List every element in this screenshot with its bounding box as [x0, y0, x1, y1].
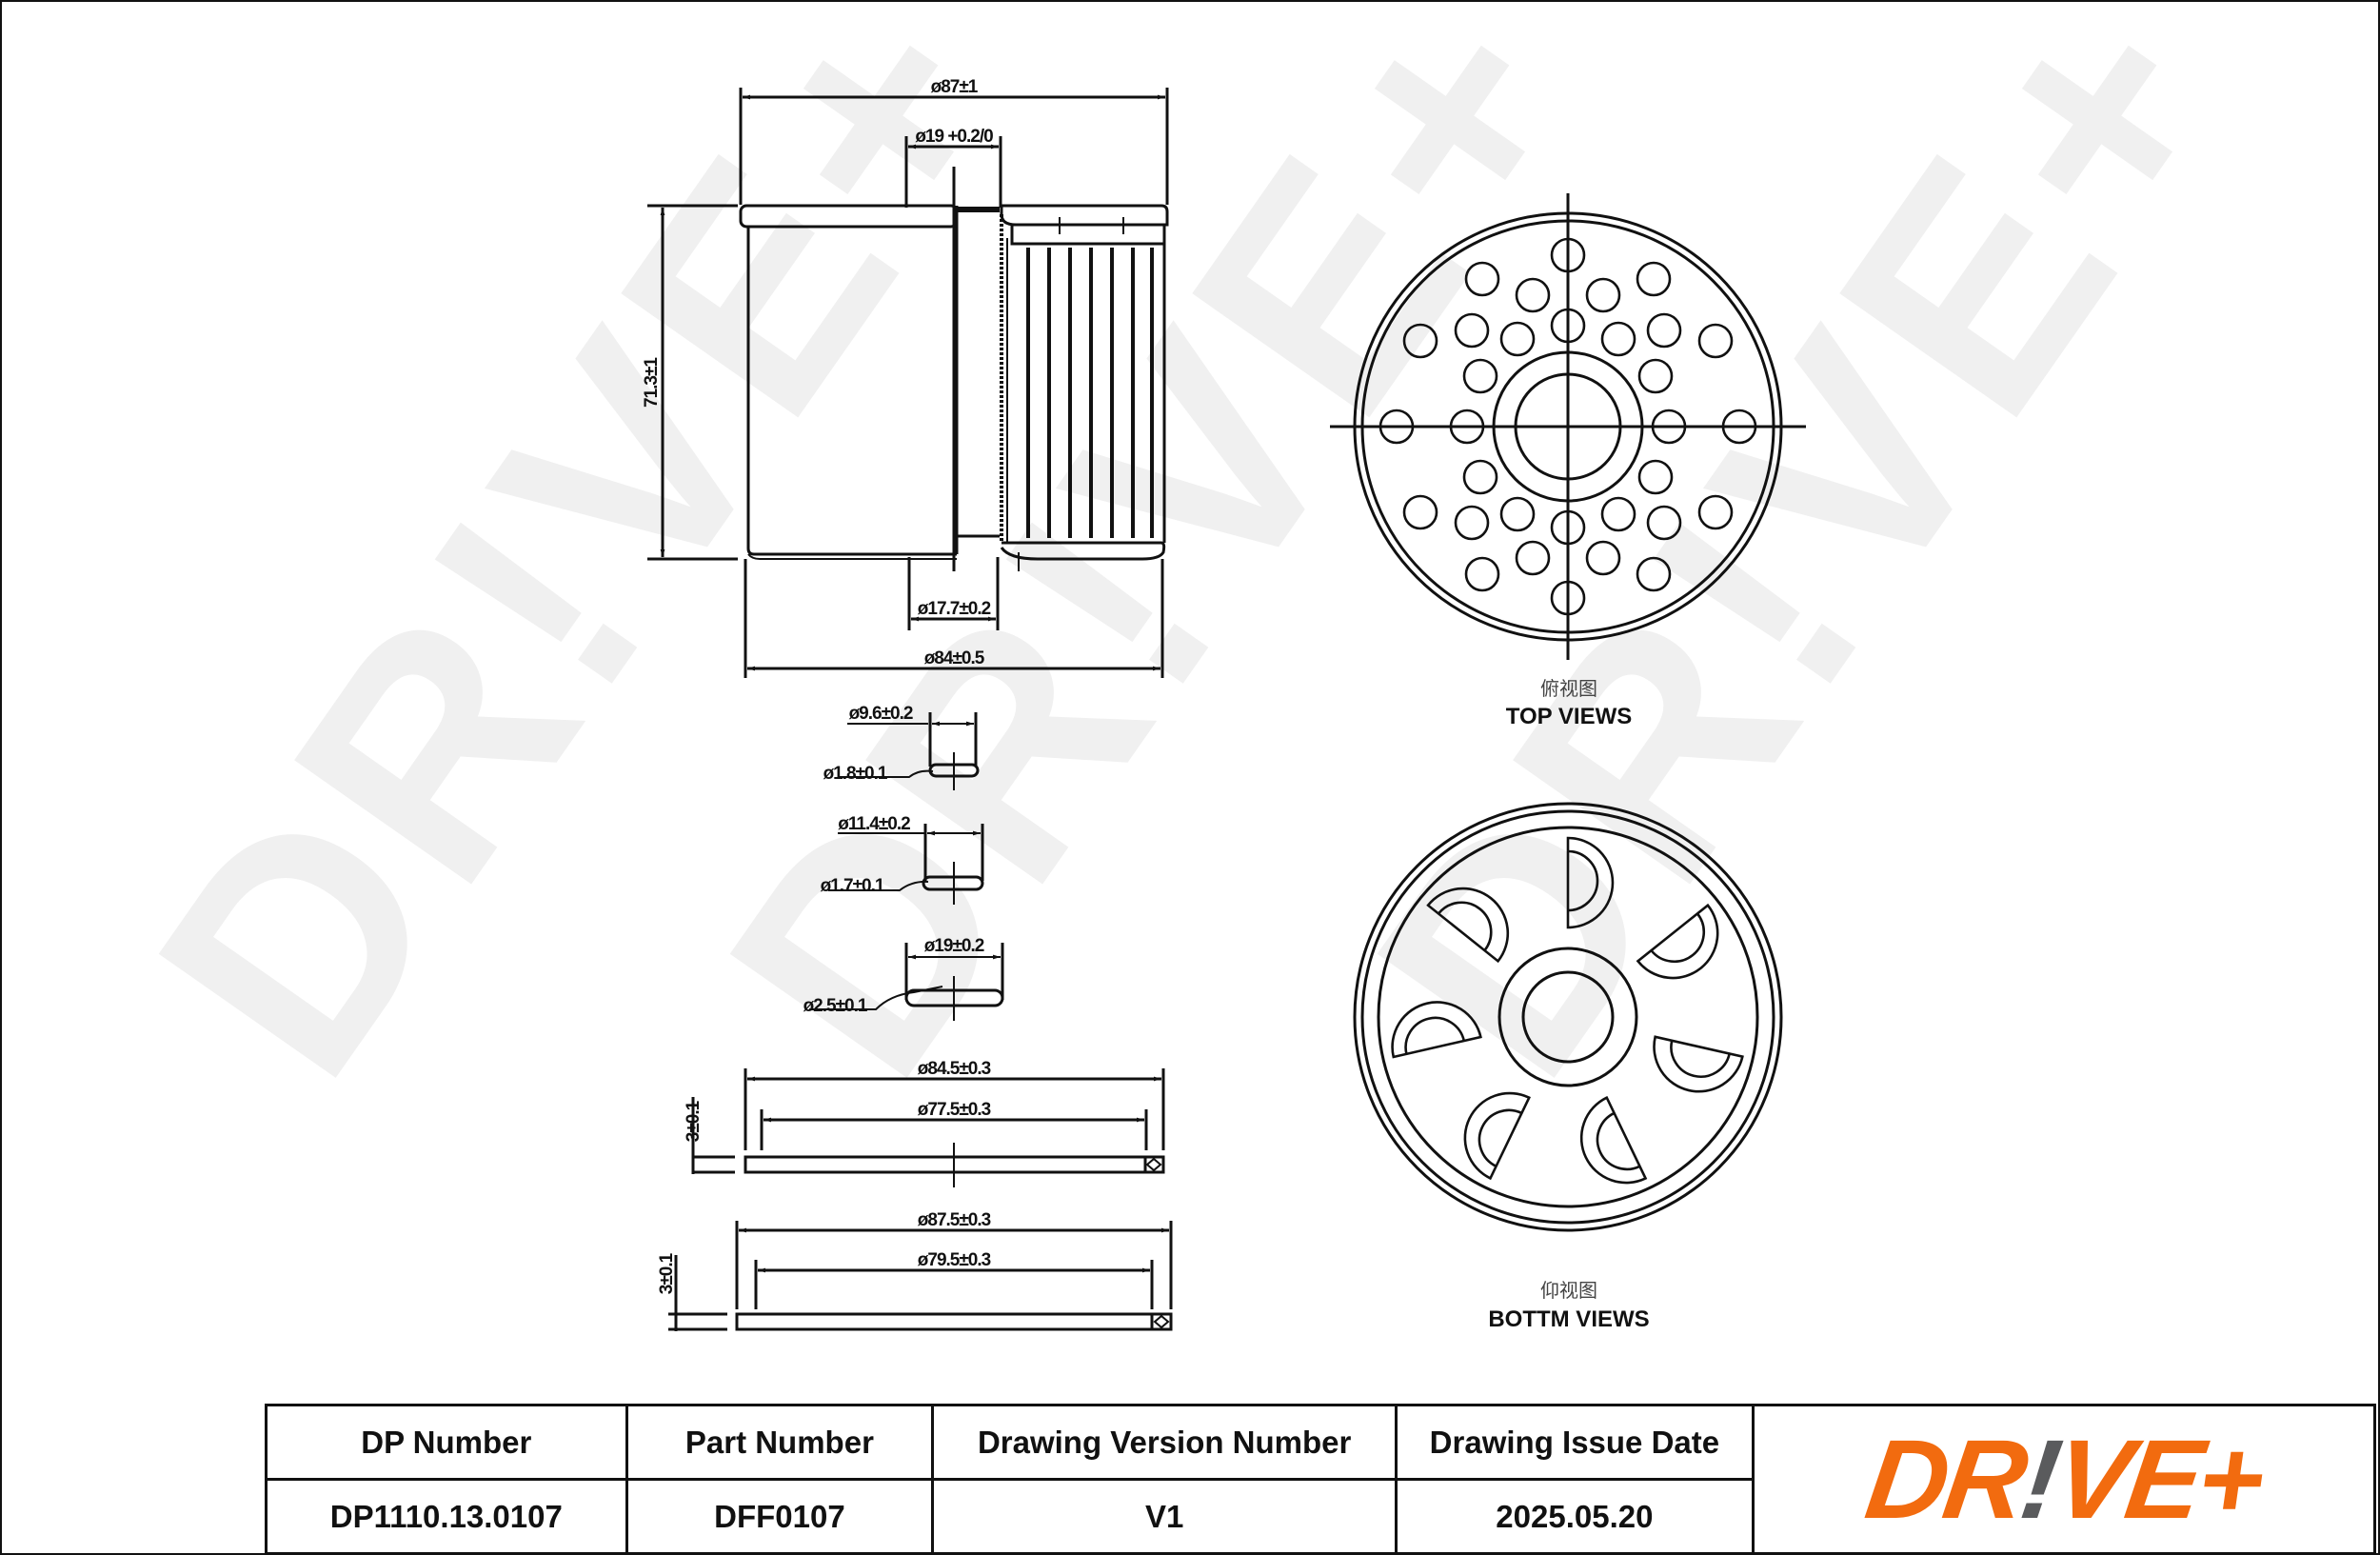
o-ring-1-inner: ø9.6±0.2 — [849, 704, 913, 724]
gasket-2 — [668, 1221, 1173, 1331]
header-issue-date: Drawing Issue Date — [1395, 1404, 1755, 1481]
o-ring-3-section: ø2.5±0.1 — [803, 996, 868, 1016]
value-drawing-version: V1 — [931, 1478, 1398, 1555]
o-ring-1-section: ø1.8±0.1 — [823, 764, 888, 784]
gasket-2-thickness: 3±0.1 — [657, 1252, 677, 1294]
bottom-view-label-cn: 仰视图 — [1540, 1279, 1597, 1302]
header-dp-number: DP Number — [265, 1404, 628, 1481]
o-ring-3-inner: ø19±0.2 — [924, 936, 984, 956]
value-dp-number: DP1110.13.0107 — [265, 1478, 628, 1555]
dim-body-diameter: ø84±0.5 — [924, 648, 985, 668]
dim-overall-diameter: ø87±1 — [931, 77, 979, 97]
side-view — [647, 88, 1169, 678]
value-part-number: DFF0107 — [625, 1478, 935, 1555]
gasket-2-inner: ø79.5±0.3 — [918, 1250, 991, 1270]
gasket-1-inner: ø77.5±0.3 — [918, 1100, 991, 1120]
value-issue-date: 2025.05.20 — [1395, 1478, 1755, 1555]
bottom-view-label-en: BOTTM VIEWS — [1488, 1306, 1649, 1332]
top-view-label-en: TOP VIEWS — [1506, 704, 1632, 729]
dim-bottom-inner-diameter: ø17.7±0.2 — [918, 599, 991, 619]
top-view — [1330, 193, 1806, 660]
top-view-label-cn: 俯视图 — [1540, 677, 1597, 700]
title-block: DP Number Part Number Drawing Version Nu… — [265, 1404, 2377, 1555]
bottom-view — [1353, 802, 1783, 1232]
o-ring-2 — [828, 824, 984, 905]
o-ring-1 — [838, 712, 980, 790]
header-drawing-version: Drawing Version Number — [931, 1404, 1398, 1481]
brand-logo-cell: DR!VE+ — [1751, 1404, 2377, 1555]
o-ring-2-section: ø1.7±0.1 — [821, 876, 885, 896]
gasket-1 — [691, 1068, 1165, 1187]
title-block-header-row: DP Number Part Number Drawing Version Nu… — [265, 1404, 2377, 1555]
brand-logo: DR!VE+ — [1858, 1416, 2270, 1543]
o-ring-2-inner: ø11.4±0.2 — [838, 814, 910, 834]
o-ring-3 — [809, 943, 1004, 1021]
gasket-1-thickness: 3±0.1 — [684, 1100, 704, 1142]
header-part-number: Part Number — [625, 1404, 935, 1481]
title-block-value-row: DP1110.13.0107 DFF0107 V1 2025.05.20 — [265, 1478, 2375, 1555]
gasket-1-outer: ø84.5±0.3 — [918, 1059, 991, 1079]
dim-height: 71.3±1 — [642, 357, 662, 408]
gasket-2-outer: ø87.5±0.3 — [918, 1210, 991, 1230]
watermark: DR!VE+ DR!VE+ DR!VE+ — [90, 0, 2295, 1133]
dim-top-inner-diameter: ø19 +0.2/0 — [915, 127, 993, 147]
